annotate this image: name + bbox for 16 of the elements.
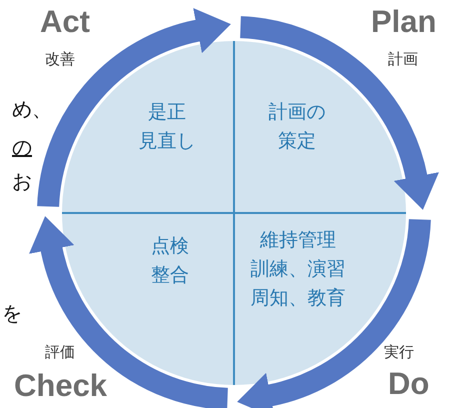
text-fragment: め、 — [12, 96, 52, 123]
text-fragment: お — [12, 168, 32, 195]
phase-label: 評価 — [45, 343, 75, 362]
step-text: 維持管理訓練、演習周知、教育 — [250, 226, 346, 313]
phase-label: 改善 — [45, 50, 75, 69]
step-text: 是正見直し — [138, 98, 196, 156]
text-fragment: を — [2, 300, 22, 327]
text-fragment: の — [12, 134, 32, 161]
phase-name: Plan — [371, 4, 436, 40]
phase-name: Act — [40, 4, 90, 40]
step-text: 計画の策定 — [268, 98, 326, 156]
phase-label: 実行 — [384, 343, 414, 362]
step-text: 点検整合 — [151, 232, 189, 290]
phase-name: Do — [388, 366, 430, 402]
phase-name: Check — [14, 368, 108, 404]
phase-label: 計画 — [388, 50, 418, 69]
